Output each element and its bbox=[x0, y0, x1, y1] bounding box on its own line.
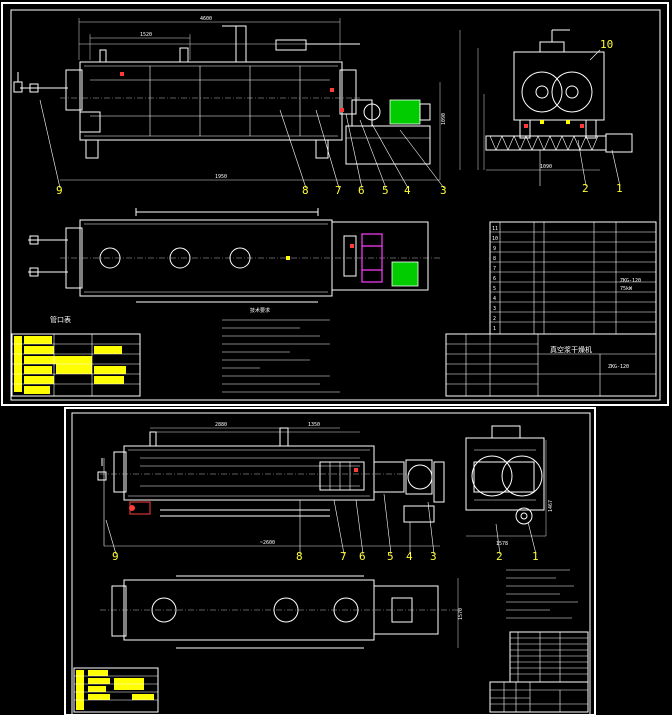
top-balloon-7: 7 bbox=[335, 184, 342, 197]
top-nozzle-table: 管口表 bbox=[11, 315, 141, 397]
bottom-parts-list bbox=[509, 631, 589, 683]
svg-text:7: 7 bbox=[493, 266, 496, 272]
plan-motor bbox=[391, 261, 419, 287]
top-side-view: 1090 10 1 2 bbox=[459, 29, 633, 195]
spec-line-1: ZKG-120 bbox=[620, 278, 641, 284]
top-balloon-10: 10 bbox=[600, 38, 613, 51]
svg-text:1: 1 bbox=[493, 326, 496, 332]
top-balloon-4: 4 bbox=[404, 184, 411, 197]
top-front-view: 4600 1520 bbox=[13, 16, 447, 197]
bottom-sheet-border bbox=[64, 407, 596, 715]
bottom-balloon-5: 5 bbox=[387, 550, 394, 563]
bottom-sheet-inner-frame bbox=[71, 412, 591, 715]
svg-text:6: 6 bbox=[493, 276, 496, 282]
svg-text:5: 5 bbox=[493, 286, 496, 292]
top-balloon-3: 3 bbox=[440, 184, 447, 197]
svg-text:3: 3 bbox=[493, 306, 496, 312]
svg-text:8: 8 bbox=[493, 256, 496, 262]
top-parts-rows bbox=[490, 231, 656, 323]
top-balloon-6: 6 bbox=[358, 184, 365, 197]
bottom-balloon-6: 6 bbox=[359, 550, 366, 563]
svg-text:9: 9 bbox=[493, 246, 496, 252]
nozzle-table-title: 管口表 bbox=[50, 315, 71, 324]
svg-text:11: 11 bbox=[492, 226, 498, 232]
top-balloon-2: 2 bbox=[582, 182, 589, 195]
dim-b-overall: ~2600 bbox=[260, 540, 275, 546]
dim-b-plan-width: 1570 bbox=[458, 608, 464, 620]
dim-overall-length: 4600 bbox=[200, 16, 212, 22]
top-motor bbox=[389, 99, 421, 125]
top-plan-view bbox=[28, 208, 440, 303]
bottom-balloon-9: 9 bbox=[112, 550, 119, 563]
dryer-shell bbox=[79, 61, 343, 141]
bottom-balloon-8: 8 bbox=[296, 550, 303, 563]
bottom-balloon-7: 7 bbox=[340, 550, 347, 563]
top-sheet-inner-frame bbox=[10, 9, 661, 401]
drive-base bbox=[345, 125, 431, 165]
bottom-balloon-1: 1 bbox=[532, 550, 539, 563]
top-balloon-9: 9 bbox=[56, 184, 63, 197]
dim-b-side-height: 1467 bbox=[548, 500, 554, 512]
bottom-balloon-2: 2 bbox=[496, 550, 503, 563]
bottom-front-view: 2880 1350 bbox=[97, 422, 445, 563]
dim-base-length: 1950 bbox=[215, 174, 227, 180]
bottom-balloon-3: 3 bbox=[430, 550, 437, 563]
top-sheet: 4600 1520 bbox=[1, 2, 669, 406]
top-balloon-1: 1 bbox=[616, 182, 623, 195]
dim-b-length-2: 1350 bbox=[308, 422, 320, 428]
title-block-model: ZKG-120 bbox=[608, 364, 629, 370]
svg-text:2: 2 bbox=[493, 316, 496, 322]
top-title-block: 真空浆干燥机 ZKG-120 bbox=[445, 333, 657, 397]
dim-nozzle-spacing: 1520 bbox=[140, 32, 152, 38]
bottom-title-block bbox=[489, 681, 589, 713]
svg-text:10: 10 bbox=[492, 236, 498, 242]
bottom-nozzle-table bbox=[73, 667, 159, 713]
top-sheet-border bbox=[1, 2, 669, 406]
bottom-balloon-4: 4 bbox=[406, 550, 413, 563]
dim-b-length-1: 2880 bbox=[215, 422, 227, 428]
side-housing bbox=[513, 51, 605, 121]
top-tech-notes: 技术要求 bbox=[222, 307, 340, 393]
dim-side-width: 1090 bbox=[540, 164, 552, 170]
svg-text:4: 4 bbox=[493, 296, 496, 302]
dim-b-side-width: 1578 bbox=[496, 541, 508, 547]
bottom-tech-notes bbox=[506, 569, 578, 619]
bottom-plan-view: 1570 bbox=[100, 575, 464, 649]
spec-line-2: 75kW bbox=[620, 286, 633, 292]
svg-text:技术要求: 技术要求 bbox=[250, 307, 270, 314]
top-balloon-5: 5 bbox=[382, 184, 389, 197]
bottom-shell bbox=[123, 445, 375, 501]
bottom-side-view: 1578 1467 2 1 bbox=[465, 425, 554, 563]
top-parts-list: 11 10 9 8 7 6 5 4 3 2 1 ZKG-120 75kW bbox=[489, 221, 657, 335]
dim-height: 1090 bbox=[441, 113, 447, 125]
top-balloon-8: 8 bbox=[302, 184, 309, 197]
bottom-sheet: 2880 1350 bbox=[64, 407, 596, 715]
title-block-name: 真空浆干燥机 bbox=[550, 345, 592, 354]
